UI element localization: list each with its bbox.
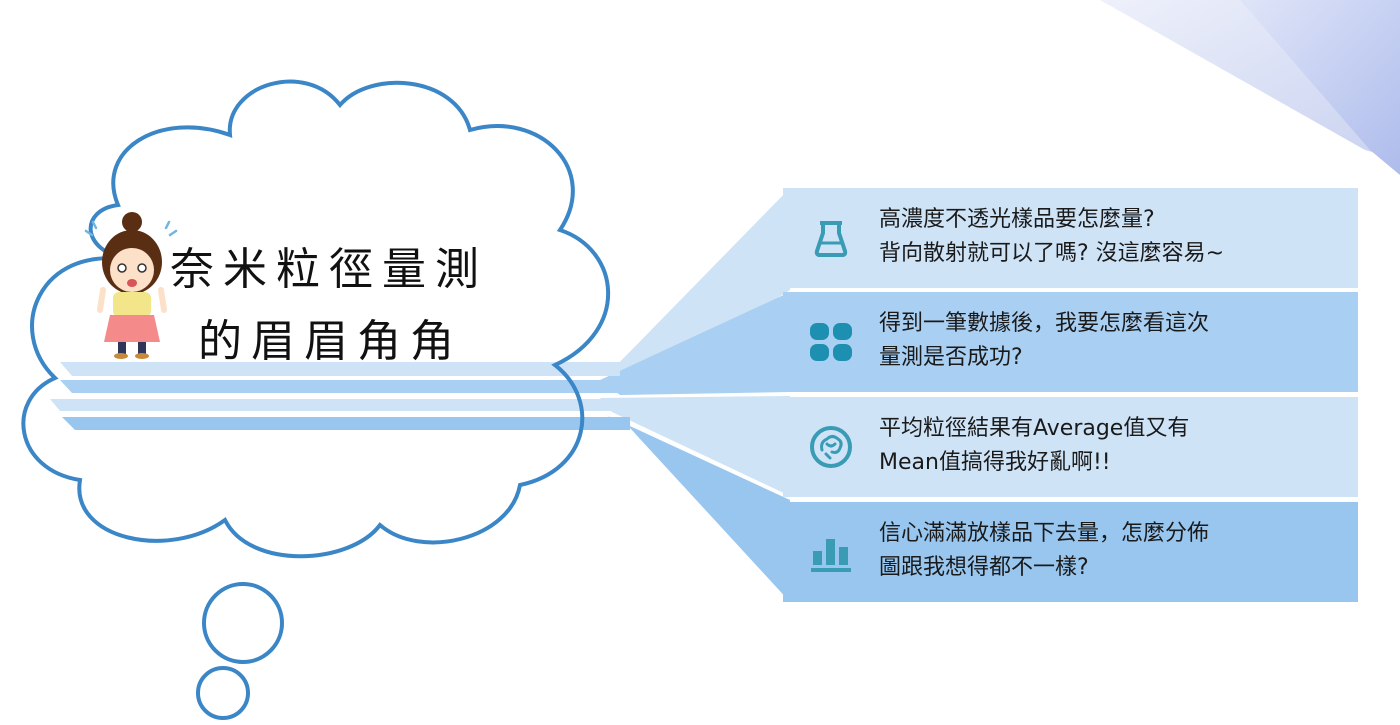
streak-4 [62,417,630,430]
list-item: 高濃度不透光樣品要怎麼量? 背向散射就可以了嗎? 沒這麼容易~ [783,188,1358,286]
bar-chart-icon [811,539,851,572]
worried-girl-illustration [84,212,178,359]
beaker-icon [814,221,848,257]
thought-bubble-large [202,582,284,664]
connector-fan-top [610,188,790,383]
title-line-2: 的眉眉角角 [198,316,463,367]
streak-1 [60,362,620,376]
thought-cloud [21,79,611,559]
panel-bg-1 [783,188,1358,288]
grid-icon [810,323,852,361]
connector-fan-bottom [606,415,790,602]
streak-2 [60,380,630,393]
title-line-1: 奈米粒徑量測 [170,244,488,295]
item-text-line1: 高濃度不透光樣品要怎麼量? [879,207,1155,232]
panel-bg-3 [783,397,1358,497]
panel-bg-2 [783,292,1358,392]
item-text-line2: Mean值搞得我好亂啊!! [879,450,1111,475]
list-item: 信心滿滿放樣品下去量，怎麼分佈 圖跟我想得都不一樣? [783,502,1358,600]
item-text-line2: 背向散射就可以了嗎? 沒這麼容易~ [879,241,1225,266]
panel-bg-4 [783,502,1358,602]
corner-decoration-dark [1240,0,1400,175]
thought-bubble-small [196,666,250,720]
item-text-line2: 圖跟我想得都不一樣? [879,555,1089,580]
brain-icon [810,426,852,468]
connector-fan-lower [600,396,790,496]
item-text-line1: 信心滿滿放樣品下去量，怎麼分佈 [879,521,1210,546]
item-text-line1: 得到一筆數據後，我要怎麼看這次 [879,311,1210,336]
item-text-line2: 量測是否成功? [879,345,1023,370]
connector-fan-upper [600,292,790,395]
list-item: 平均粒徑結果有Average值又有 Mean值搞得我好亂啊!! [783,397,1358,495]
item-text-line1: 平均粒徑結果有Average值又有 [879,416,1190,441]
streak-3 [50,399,620,411]
list-item: 得到一筆數據後，我要怎麼看這次 量測是否成功? [783,292,1358,390]
